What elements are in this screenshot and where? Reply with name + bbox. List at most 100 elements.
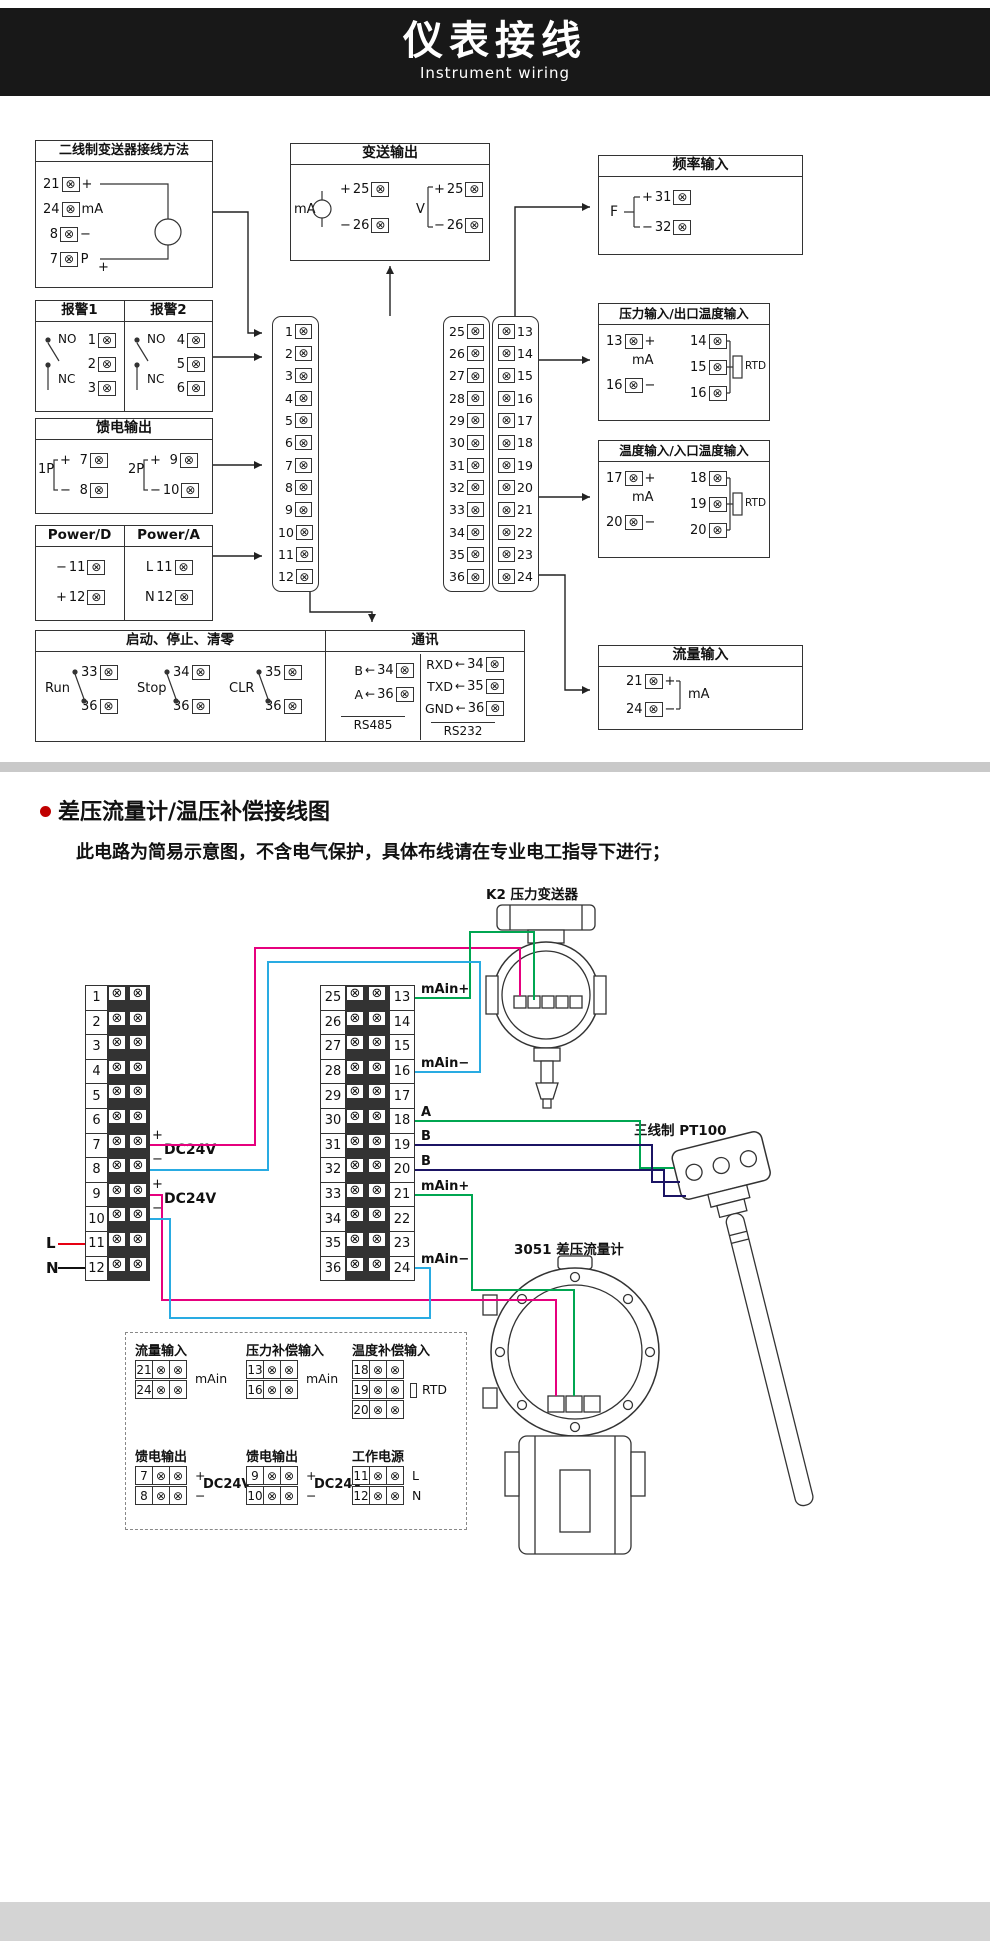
terminal-icon: ⊗	[108, 1231, 126, 1247]
terminal-icon: ⊗	[386, 1400, 404, 1419]
terminal-icon: ⊗	[129, 986, 147, 1001]
terminal-row: ⊗22	[495, 522, 536, 542]
terminal-number: 36	[467, 700, 485, 716]
terminal-icon: ⊗	[368, 1207, 386, 1223]
terminal-row: 9⊗	[275, 500, 316, 520]
terminal-icon: ⊗	[346, 1182, 364, 1198]
dc24v-label: DC24V	[164, 1142, 217, 1158]
terminal-icon: ⊗	[708, 359, 727, 375]
terminal-number: 3	[86, 1035, 107, 1059]
terminal-icon: ⊗	[169, 1360, 187, 1379]
terminal-number: 5	[285, 412, 293, 428]
group-mid-label: mAin	[195, 1371, 228, 1386]
wire-pt100-b1	[415, 1144, 680, 1183]
terminal-row: ⊗23	[495, 544, 536, 564]
polarity-label: N	[412, 1488, 422, 1503]
terminal-number: 18	[352, 1360, 370, 1379]
polarity-label: −	[195, 1488, 206, 1503]
terminal-number: 11	[352, 1466, 370, 1485]
polarity-label: −	[664, 701, 676, 717]
terminal-row: 7⊗	[275, 455, 316, 475]
terminal-number: 19	[517, 457, 533, 473]
terminal-number: 12	[86, 1256, 107, 1281]
terminal-icon: ⊗	[346, 1084, 364, 1100]
terminal-number: 30	[321, 1108, 345, 1133]
terminal-icon: ⊗	[498, 524, 515, 540]
k2-terminal-signs: + − + −	[514, 1010, 601, 1024]
terminal-number: 1	[285, 323, 293, 339]
terminal-row: ⊗19	[495, 455, 536, 475]
terminal-row: 29⊗	[446, 410, 487, 430]
terminal-number: 23	[517, 546, 533, 562]
terminal-number: 12	[278, 569, 294, 585]
terminal-icon: ⊗	[89, 482, 108, 498]
flowmeter-terminal-signs: + −	[551, 1416, 595, 1431]
terminal-number: 31	[321, 1133, 345, 1158]
terminal-icon: ⊗	[108, 1256, 126, 1272]
terminal-icon: ⊗	[368, 1059, 386, 1075]
terminal-icon: ⊗	[369, 1380, 387, 1399]
terminal-icon: ⊗	[98, 380, 116, 396]
terminal-number: 23	[390, 1231, 414, 1256]
terminal-row: 24⊗−	[626, 701, 675, 717]
group-mid-label: DC24V	[314, 1477, 363, 1492]
section-divider	[0, 762, 990, 772]
terminal-function-label: mAin+	[421, 1178, 470, 1194]
terminal-row: 11⊗⊗	[352, 1466, 404, 1485]
polarity-label: +	[642, 189, 653, 205]
terminal-number: 18	[390, 1108, 414, 1133]
terminal-number: 28	[321, 1059, 345, 1084]
terminal-icon: ⊗	[129, 1231, 147, 1247]
polarity-label: −	[306, 1488, 317, 1503]
terminal-number: 5	[86, 1084, 107, 1108]
terminal-number: 9	[246, 1466, 264, 1485]
terminal-number: 13	[517, 323, 533, 339]
terminal-number: 8	[86, 1158, 107, 1182]
ma-label: mA	[294, 202, 316, 217]
terminal-row: +31⊗	[642, 189, 692, 205]
terminal-icon: ⊗	[108, 1108, 126, 1124]
terminal-icon: ⊗	[61, 201, 80, 217]
terminal-icon: ⊗	[295, 323, 312, 339]
terminal-icon: ⊗	[280, 1360, 298, 1379]
terminal-icon: ⊗	[369, 1486, 387, 1505]
terminal-number: 17	[517, 412, 533, 428]
terminal-row: 26⊗	[446, 343, 487, 363]
terminal-row: ⊗15	[495, 366, 536, 386]
terminal-icon: ⊗	[466, 435, 484, 451]
terminal-function-label: A	[421, 1104, 432, 1120]
terminal-icon: ⊗	[371, 217, 390, 233]
terminal-icon: ⊗	[466, 546, 484, 562]
arrow-left-icon: ←	[365, 663, 376, 677]
terminal-icon: ⊗	[295, 368, 312, 384]
terminal-number: 32	[654, 219, 672, 235]
terminal-row: 3⊗	[84, 380, 116, 396]
terminal-number: 16	[517, 390, 533, 406]
terminal-icon: ⊗	[386, 1486, 404, 1505]
terminal-icon: ⊗	[295, 502, 312, 518]
polarity-label: +	[664, 673, 676, 689]
terminal-icon: ⊗	[295, 524, 313, 540]
terminal-number: 36	[377, 686, 394, 702]
terminal-number: 16	[606, 377, 623, 393]
polarity-label: +	[644, 470, 656, 486]
terminal-number: 8	[135, 1486, 153, 1505]
terminal-icon: ⊗	[60, 226, 78, 242]
feed-output-title: 馈电输出	[35, 418, 213, 440]
terminal-number: 13	[390, 986, 414, 1010]
dashed-group-title: 温度补偿输入	[352, 1344, 431, 1359]
polarity-label: +	[340, 181, 351, 197]
terminal-row: 14⊗	[690, 333, 727, 349]
terminal-icon: ⊗	[498, 345, 515, 361]
terminal-icon: ⊗	[624, 377, 643, 393]
terminal-row: 13⊗⊗	[246, 1360, 298, 1379]
terminal-number: 16	[390, 1059, 414, 1084]
terminal-row: 19⊗⊗	[352, 1380, 404, 1399]
terminal-number: 1	[86, 986, 107, 1010]
flowmeter-3051-label: 3051 差压流量计	[514, 1242, 624, 1258]
terminal-number: 7	[135, 1466, 153, 1485]
polarity-label: +	[434, 181, 445, 197]
terminal-icon: ⊗	[263, 1360, 281, 1379]
